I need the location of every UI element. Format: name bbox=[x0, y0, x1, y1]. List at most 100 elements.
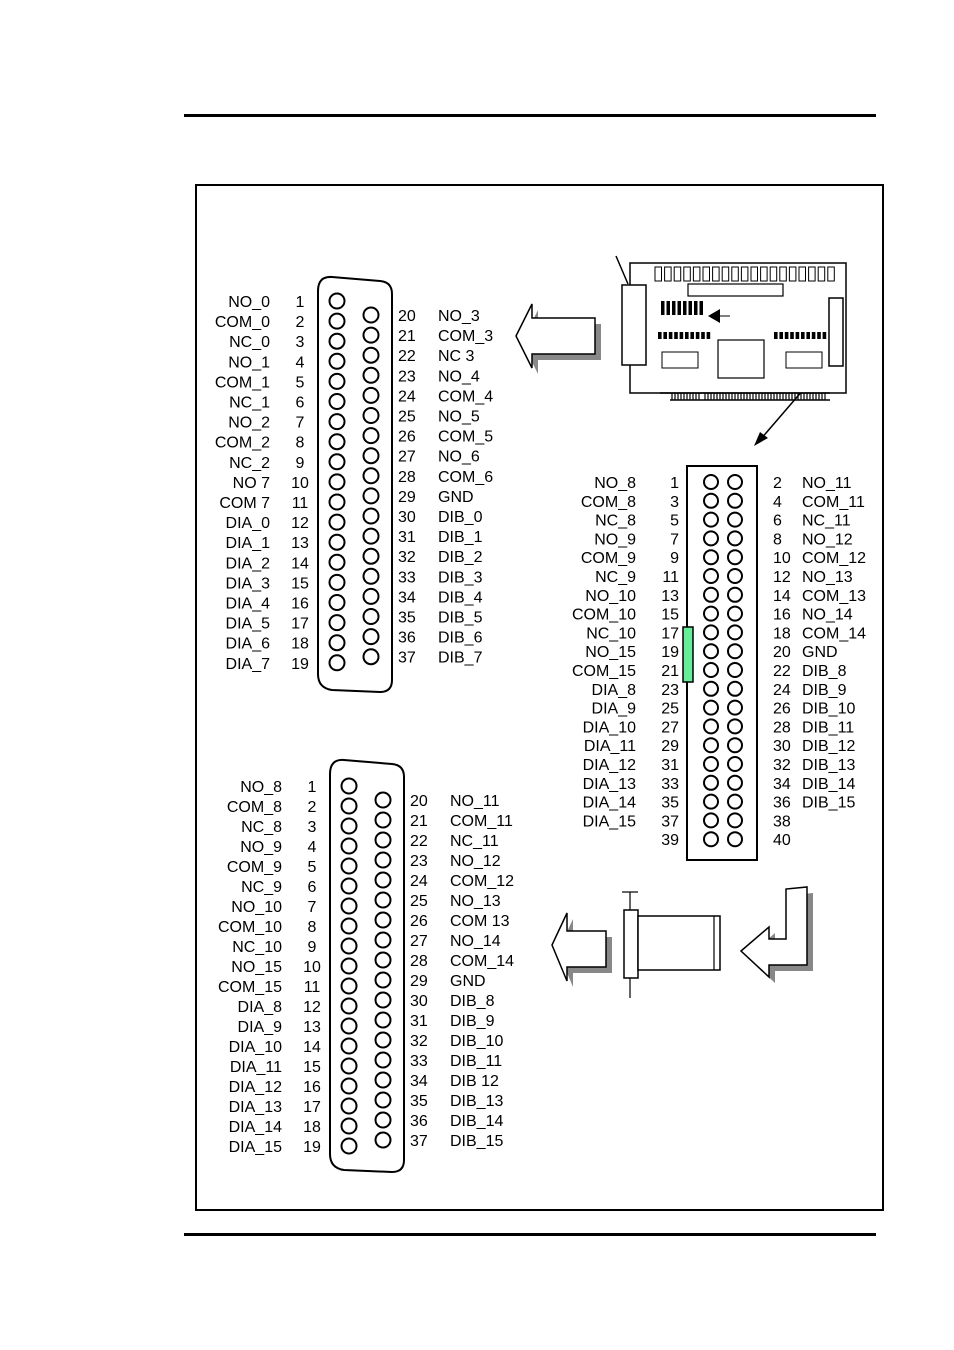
pin-label: NC_9 bbox=[595, 569, 636, 586]
pin-label: DIA_0 bbox=[226, 515, 271, 532]
dip-switch-lever bbox=[672, 301, 676, 315]
pin-number: 19 bbox=[661, 644, 679, 661]
pin-label: NC_10 bbox=[586, 625, 636, 642]
pin-hole bbox=[328, 433, 346, 451]
pin-label: COM_4 bbox=[438, 388, 493, 405]
pin-label: COM_15 bbox=[218, 979, 282, 996]
pin-hole bbox=[328, 553, 346, 571]
pin-number: 9 bbox=[308, 939, 317, 956]
pin-label: COM 13 bbox=[450, 913, 510, 930]
pin-number: 35 bbox=[410, 1093, 428, 1110]
pin-number: 10 bbox=[303, 959, 321, 976]
pin-number: 19 bbox=[303, 1139, 321, 1156]
pin-hole bbox=[703, 793, 719, 810]
pin-number: 28 bbox=[773, 719, 791, 736]
board-relay bbox=[798, 266, 806, 282]
board-chip-right bbox=[785, 351, 823, 369]
bottom-rule bbox=[184, 1233, 876, 1236]
pin-label: NO_10 bbox=[231, 899, 282, 916]
pin-number: 25 bbox=[410, 893, 428, 910]
pin-label: DIB_5 bbox=[438, 610, 483, 627]
pin-hole bbox=[703, 756, 719, 772]
pin-hole bbox=[703, 831, 719, 848]
pin-label: DIB_9 bbox=[802, 682, 847, 699]
pin-number: 33 bbox=[398, 569, 416, 586]
pin-number: 28 bbox=[410, 953, 428, 970]
pin-hole bbox=[727, 756, 743, 772]
board-relay bbox=[692, 266, 701, 282]
pin-label: COM_11 bbox=[802, 494, 865, 511]
hollow-arrow-left-lower bbox=[551, 912, 612, 987]
board-relay bbox=[712, 266, 720, 282]
board-relay bbox=[664, 266, 672, 282]
pin-number: 32 bbox=[773, 757, 791, 774]
pin-hole bbox=[727, 737, 743, 754]
pin-hole bbox=[374, 1051, 392, 1069]
pin-label: COM_14 bbox=[802, 625, 866, 642]
pin-number: 18 bbox=[303, 1119, 321, 1136]
board-relay bbox=[779, 266, 787, 282]
pin-number: 3 bbox=[308, 819, 317, 836]
header-key-marker bbox=[682, 626, 694, 683]
pin-hole bbox=[362, 346, 380, 364]
board-relay bbox=[827, 266, 835, 282]
pin-label: COM_12 bbox=[802, 550, 866, 567]
pin-label: DIA_15 bbox=[229, 1139, 282, 1156]
pin-hole bbox=[374, 951, 392, 969]
pin-number: 30 bbox=[773, 738, 791, 755]
pin-label: DIB_6 bbox=[438, 630, 483, 647]
pin-label: NO_15 bbox=[585, 644, 636, 661]
pin-hole bbox=[703, 492, 719, 509]
pin-number: 37 bbox=[661, 813, 679, 830]
pin-hole bbox=[362, 628, 380, 646]
board-component bbox=[658, 332, 662, 339]
pin-label: NO_13 bbox=[450, 893, 501, 910]
pin-label: DIB_2 bbox=[438, 549, 483, 566]
pin-hole bbox=[340, 1037, 358, 1055]
pin-number: 38 bbox=[773, 813, 791, 830]
pin-label: DIB_1 bbox=[438, 529, 483, 546]
pin-label: NO_4 bbox=[438, 368, 480, 385]
pin-number: 17 bbox=[303, 1099, 321, 1116]
pin-number: 18 bbox=[773, 625, 791, 642]
pin-label: DIB_7 bbox=[438, 650, 483, 667]
pin-number: 10 bbox=[291, 475, 309, 492]
pin-hole bbox=[374, 871, 392, 889]
upper-db37-shell bbox=[317, 275, 393, 694]
board-relay bbox=[808, 266, 816, 282]
board-relay bbox=[673, 266, 682, 282]
dip-switch-lever bbox=[677, 301, 681, 315]
pin-number: 20 bbox=[773, 644, 791, 661]
pin-hole bbox=[340, 797, 358, 815]
board-component bbox=[706, 332, 711, 339]
pin-label: COM_8 bbox=[227, 799, 282, 816]
pin-label: DIA_10 bbox=[229, 1039, 282, 1056]
board-component bbox=[690, 332, 694, 339]
pin-label: COM_0 bbox=[215, 314, 270, 331]
dip-switch-lever bbox=[694, 301, 698, 315]
pin-label: NO_14 bbox=[450, 933, 501, 950]
board-component bbox=[774, 332, 778, 339]
pin-label: COM_8 bbox=[581, 494, 636, 511]
pin-hole bbox=[362, 386, 380, 404]
pin-hole bbox=[703, 699, 719, 716]
pin-label: NC_8 bbox=[241, 819, 282, 836]
pin-number: 11 bbox=[304, 979, 321, 996]
pin-hole bbox=[727, 492, 743, 509]
pin-hole bbox=[374, 851, 392, 869]
pin-label: COM_5 bbox=[438, 429, 493, 446]
pin-number: 16 bbox=[291, 596, 309, 613]
pin-hole bbox=[328, 513, 346, 531]
pin-number: 11 bbox=[292, 495, 309, 512]
pin-number: 36 bbox=[398, 630, 416, 647]
pin-hole bbox=[328, 473, 346, 491]
pin-label: GND bbox=[438, 489, 474, 506]
pin-hole bbox=[362, 547, 380, 565]
pin-number: 37 bbox=[410, 1133, 428, 1150]
board-chip-center bbox=[717, 339, 765, 379]
pin-number: 5 bbox=[308, 859, 317, 876]
pin-label: DIA_1 bbox=[226, 535, 271, 552]
pin-hole bbox=[328, 312, 346, 330]
